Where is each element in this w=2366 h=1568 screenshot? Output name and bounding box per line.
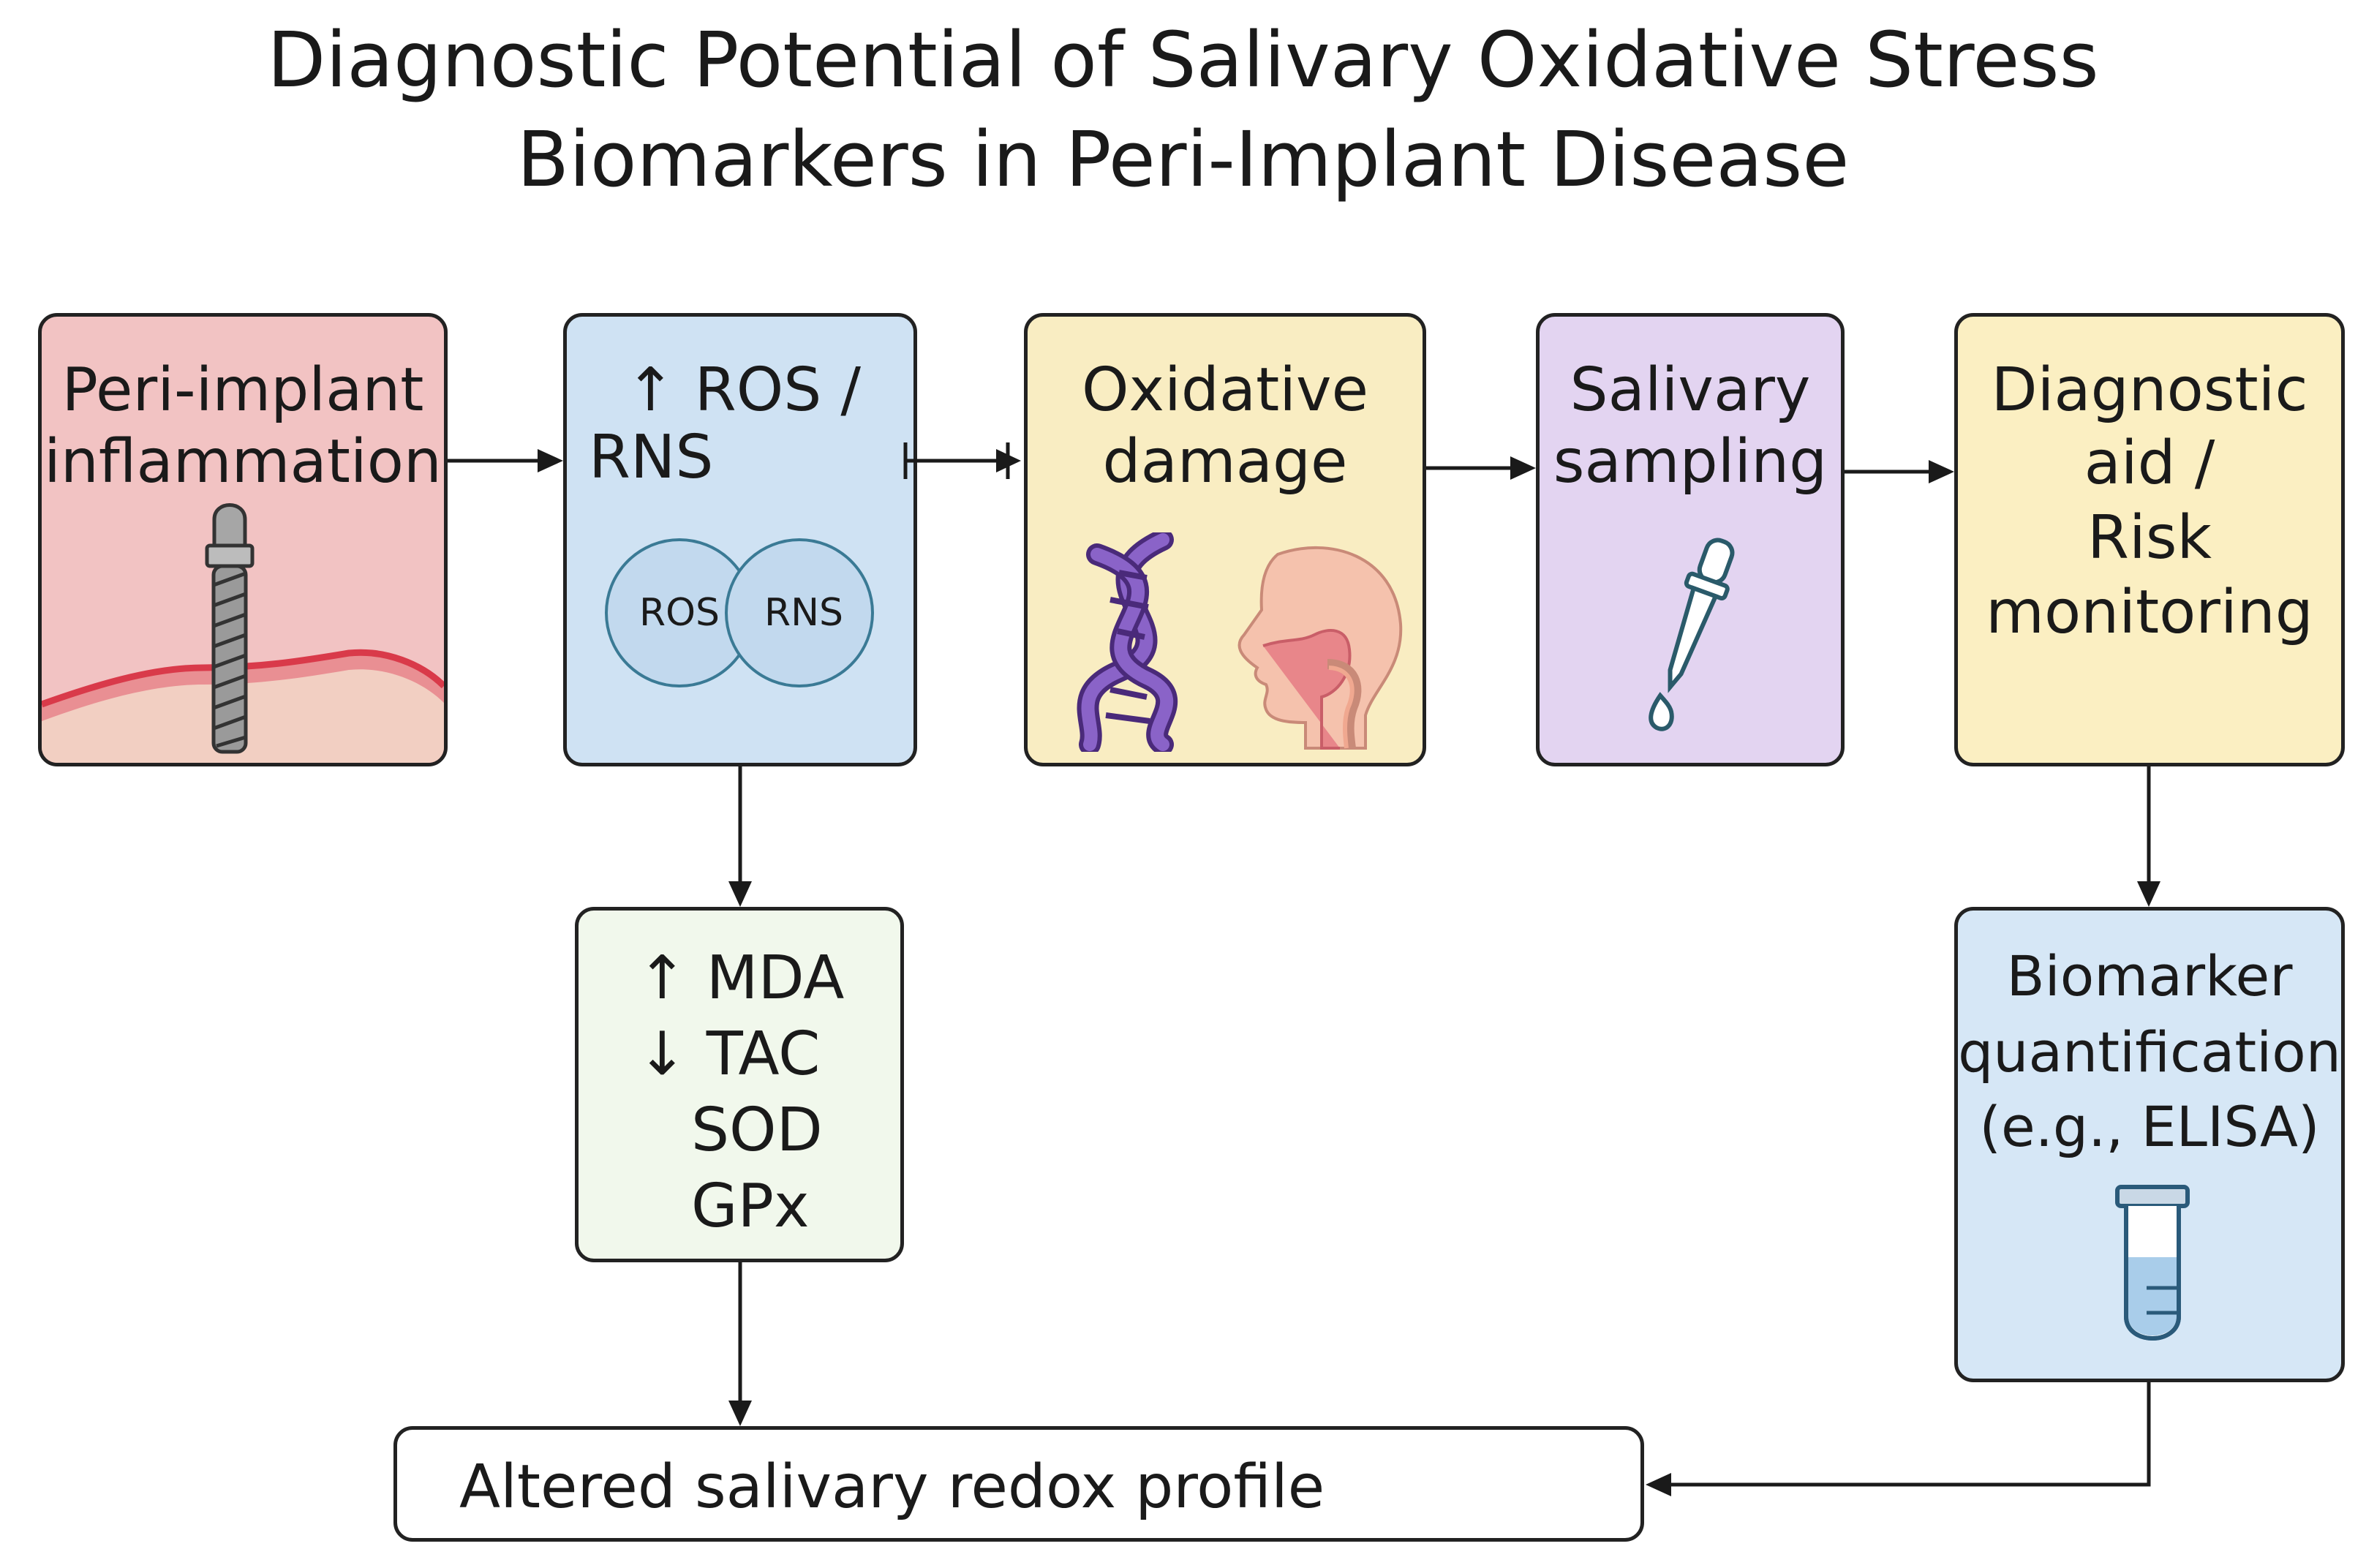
box-oxidative-line1: Oxidative — [1081, 355, 1369, 425]
marker-tac: ↓ TAC — [637, 1019, 821, 1089]
box-quant-line3: (e.g., ELISA) — [1979, 1094, 2320, 1159]
dropper-icon — [1649, 538, 1735, 731]
dna-helix-icon — [1077, 532, 1178, 752]
box-salivary-sampling: Salivary sampling — [1536, 313, 1845, 766]
marker-sod: SOD — [691, 1096, 823, 1165]
circle-rns-label: RNS — [764, 591, 844, 635]
marker-mda: ↑ MDA — [637, 943, 845, 1013]
overlapping-circles-icon — [605, 538, 874, 687]
test-tube-icon — [2115, 1185, 2190, 1341]
box-diagnostic-line3: Risk — [2087, 503, 2212, 573]
box-oxidative-line2: damage — [1102, 427, 1348, 497]
dental-implant-icon — [42, 503, 444, 763]
box-oxidative-damage: Oxidative damage — [1024, 313, 1426, 766]
circle-ros-label: ROS — [638, 591, 720, 635]
title-line-1: Diagnostic Potential of Salivary Oxidati… — [267, 15, 2099, 105]
title-line-2: Biomarkers in Peri-Implant Disease — [516, 115, 1850, 204]
box-biomarker-quantification: Biomarker quantification (e.g., ELISA) — [1954, 907, 2345, 1382]
head-profile-icon — [1237, 546, 1403, 750]
box-inflammation-line1: Peri-implant — [61, 355, 424, 425]
box-diagnostic-aid: Diagnostic aid / Risk monitoring — [1954, 313, 2345, 766]
box-diagnostic-line2: aid / — [2084, 429, 2215, 498]
box-biomarker-levels: ↑ MDA ↓ TAC SOD GPx — [575, 907, 904, 1262]
box-quant-line2: quantification — [1958, 1019, 2341, 1085]
box-diagnostic-line4: monitoring — [1986, 578, 2313, 647]
marker-gpx: GPx — [691, 1172, 810, 1241]
box-inflammation-line2: inflammation — [44, 427, 442, 497]
box-ros-rns: ↑ ROS / RNS ROS RNS — [563, 313, 917, 766]
box-sampling-line1: Salivary — [1570, 355, 1811, 425]
box-redox-profile: Altered salivary redox profile — [393, 1426, 1644, 1542]
box-peri-implant-inflammation: Peri-implant inflammation — [38, 313, 448, 766]
box-diagnostic-line1: Diagnostic — [1991, 355, 2308, 425]
box-sampling-line2: sampling — [1553, 427, 1828, 497]
box-quant-line1: Biomarker — [2006, 943, 2293, 1009]
box-ros-line1: ↑ ROS / — [625, 355, 862, 425]
box-ros-line2: RNS — [589, 423, 714, 492]
redox-profile-label: Altered salivary redox profile — [459, 1452, 1325, 1522]
